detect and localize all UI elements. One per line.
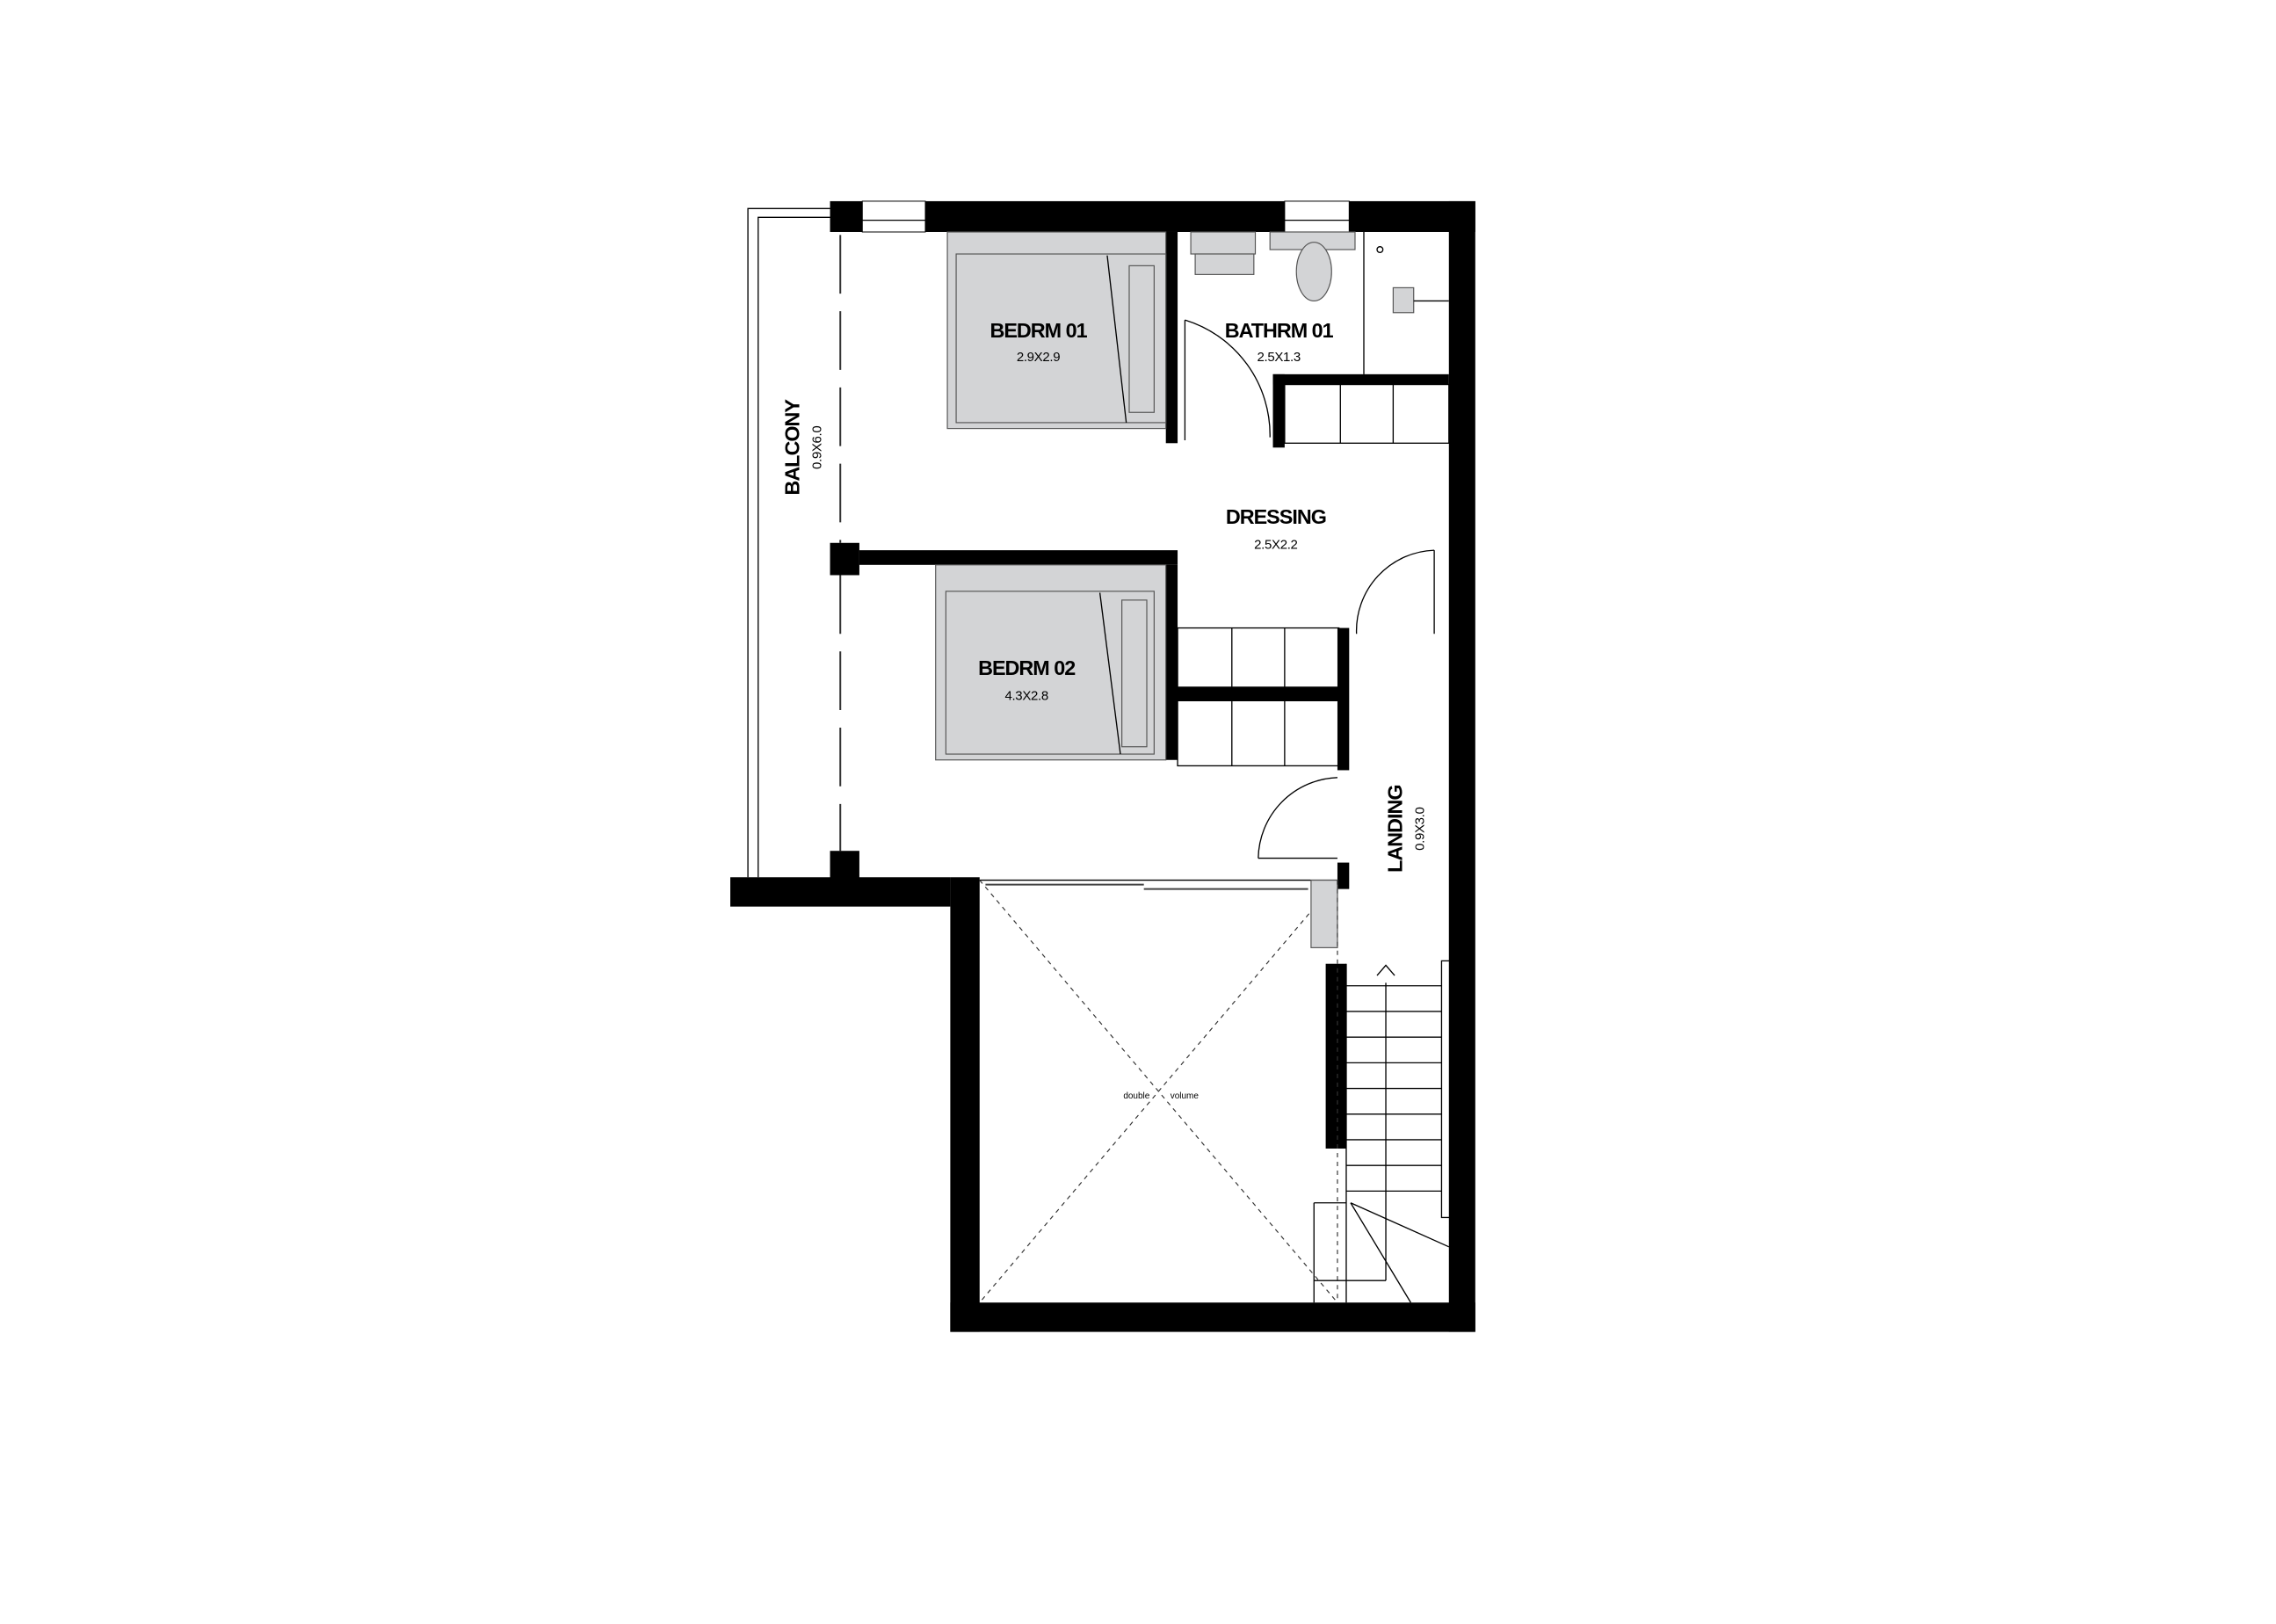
void-label-double: double bbox=[1123, 1091, 1149, 1101]
room-size-balcony: 0.9X6.0 bbox=[810, 426, 825, 469]
room-label-bedroom2: BEDRM 02 bbox=[978, 656, 1076, 679]
closet-dressing bbox=[1177, 627, 1340, 767]
room-label-landing: LANDING bbox=[1383, 785, 1406, 872]
shower bbox=[1363, 231, 1449, 374]
double-volume-void bbox=[979, 879, 1338, 1303]
room-size-bedroom2: 4.3X2.8 bbox=[1004, 688, 1047, 703]
window-bathroom bbox=[1284, 200, 1350, 233]
balcony-railing bbox=[747, 207, 842, 878]
room-label-dressing: DRESSING bbox=[1226, 505, 1326, 528]
bathroom-door[interactable] bbox=[1184, 319, 1271, 440]
walls bbox=[730, 200, 1475, 1332]
room-label-balcony: BALCONY bbox=[781, 399, 804, 496]
window-bedroom bbox=[861, 200, 926, 233]
sink bbox=[1190, 231, 1257, 275]
room-size-bathroom1: 2.5X1.3 bbox=[1258, 350, 1301, 365]
room-label-bathroom1: BATHRM 01 bbox=[1225, 319, 1334, 342]
room-label-bedroom1: BEDRM 01 bbox=[989, 319, 1087, 342]
staircase bbox=[1313, 960, 1453, 1303]
dressing-door[interactable] bbox=[1355, 549, 1435, 634]
room-size-landing: 0.9X3.0 bbox=[1412, 808, 1427, 851]
void-label-volume: volume bbox=[1171, 1091, 1200, 1101]
room-size-dressing: 2.5X2.2 bbox=[1254, 537, 1297, 552]
bed-bedroom1 bbox=[946, 231, 1167, 430]
bed-bedroom2 bbox=[935, 564, 1167, 761]
toilet bbox=[1269, 231, 1356, 302]
landing-door[interactable] bbox=[1258, 777, 1337, 859]
closet-bathroom bbox=[1284, 383, 1450, 444]
room-size-bedroom1: 2.9X2.9 bbox=[1017, 350, 1060, 365]
